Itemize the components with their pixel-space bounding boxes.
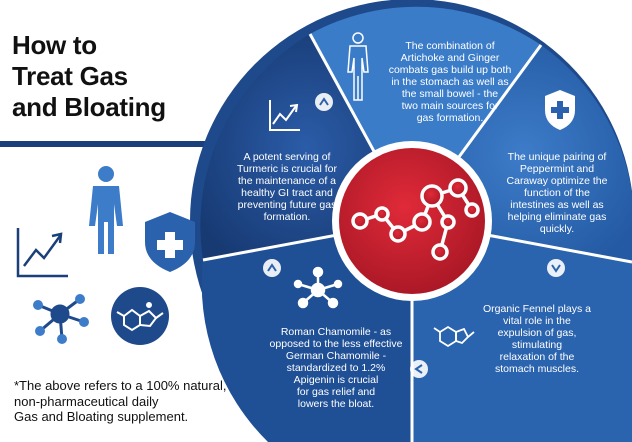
segment-line: standardized to 1.2% <box>286 362 386 374</box>
segment-line: lowers the bloat. <box>297 398 375 410</box>
segment-line: Roman Chamomile - as <box>280 326 392 338</box>
center-circle <box>339 148 485 294</box>
segment-line: vital role in the <box>503 315 571 327</box>
shield-plus-icon <box>545 90 575 130</box>
segment-text-fennel: Organic Fennel plays a vital role in the… <box>474 303 600 375</box>
segment-line: two main sources for <box>401 100 499 112</box>
molecule-icon <box>351 178 480 261</box>
segment-line: stomach muscles. <box>494 363 580 375</box>
benzene-molecule-icon <box>111 287 169 345</box>
segment-line: Apigenin is crucial <box>293 374 379 386</box>
benzene-molecule-icon <box>433 325 475 348</box>
human-body-icon <box>347 32 369 101</box>
segment-line: function of the <box>524 187 590 199</box>
segment-line: Artichoke and Ginger <box>400 52 500 64</box>
segment-line: A potent serving of <box>243 151 331 163</box>
segment-line: healthy GI tract and <box>241 187 333 199</box>
footnote-line: non-pharmaceutical daily <box>14 393 159 409</box>
title-line: and Bloating <box>12 92 166 122</box>
chevron-down-icon <box>547 259 565 277</box>
title-line: Treat Gas <box>12 61 128 91</box>
segment-line: formation. <box>263 211 311 223</box>
chart-up-icon <box>269 100 300 131</box>
segment-line: Peppermint and <box>519 163 595 175</box>
footnote: *The above refers to a 100% natural, non… <box>14 378 284 425</box>
segment-line: gas formation. <box>416 112 484 124</box>
molecule-hub-icon <box>293 266 343 309</box>
segment-line: the maintenance of a <box>237 175 337 187</box>
segment-line: quickly. <box>539 223 575 235</box>
chevron-left-icon <box>410 360 428 378</box>
footnote-line: *The above refers to a 100% natural, <box>14 378 227 393</box>
segment-line: the small bowel - the <box>401 88 499 100</box>
segment-line: opposed to the less effective <box>269 338 403 350</box>
shield-plus-icon <box>145 212 195 272</box>
segment-line: helping eliminate gas <box>507 211 607 223</box>
segment-line: for gas relief and <box>296 386 376 398</box>
chevron-up-icon <box>315 93 333 111</box>
segment-text-chamomile: Roman Chamomile - as opposed to the less… <box>262 326 410 410</box>
segment-line: intestines as well as <box>510 199 604 211</box>
segment-text-turmeric: A potent serving of Turmeric is crucial … <box>226 151 348 223</box>
segment-line: The unique pairing of <box>507 151 607 163</box>
segment-line: stimulating <box>511 339 563 351</box>
molecule-hub-icon <box>33 294 89 344</box>
page-title: How to Treat Gas and Bloating <box>12 30 212 123</box>
segment-text-peppermint-caraway: The unique pairing of Peppermint and Car… <box>494 151 620 235</box>
human-body-icon <box>89 166 123 254</box>
segment-line: Turmeric is crucial for <box>237 163 337 175</box>
segment-text-artichoke-ginger: The combination of Artichoke and Ginger … <box>380 40 520 124</box>
segment-line: Organic Fennel plays a <box>483 303 591 315</box>
segment-line: combats gas build up both <box>388 64 512 76</box>
chevron-up-icon <box>263 259 281 277</box>
segment-line: The combination of <box>405 40 495 52</box>
footnote-line: Gas and Bloating supplement. <box>14 409 189 424</box>
segment-line: preventing future gas <box>237 199 337 211</box>
title-underline <box>0 141 254 147</box>
segment-line: expulsion of gas, <box>497 327 577 339</box>
segment-line: German Chamomile - <box>285 350 387 362</box>
chart-up-icon <box>16 228 68 278</box>
segment-line: Caraway optimize the <box>506 175 608 187</box>
segment-line: in the stomach as well as <box>391 76 509 88</box>
segment-line: relaxation of the <box>499 351 575 363</box>
title-line: How to <box>12 30 97 60</box>
